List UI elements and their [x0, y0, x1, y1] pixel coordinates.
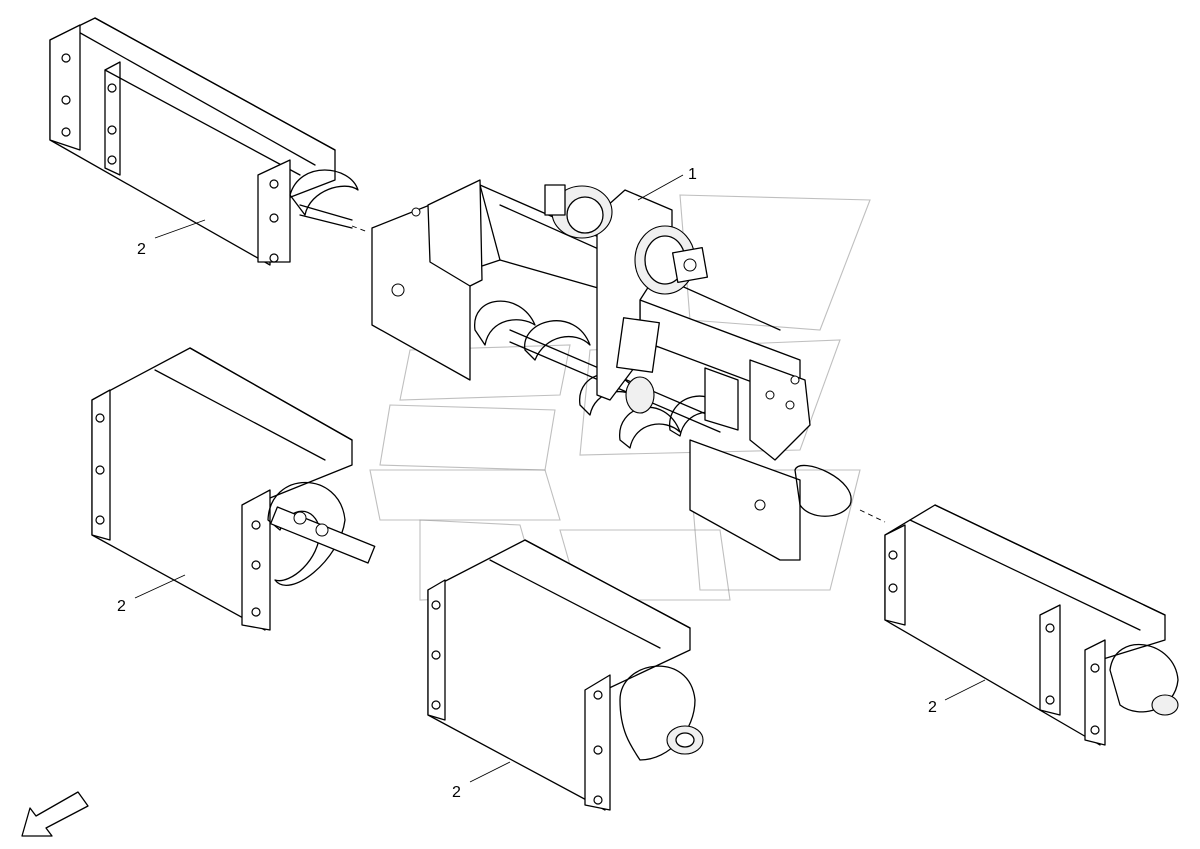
auger-module-right	[859, 504, 1179, 746]
leader-lines	[134, 174, 986, 783]
callout-item-2-mid-left: 2	[117, 598, 126, 615]
auger-module-bottom-center	[427, 539, 704, 811]
arrow-down-left-icon	[21, 791, 89, 837]
auger-module-top-left	[49, 17, 369, 266]
callout-item-2-top-left: 2	[137, 241, 146, 258]
callout-item-2-bottom-center: 2	[452, 784, 461, 801]
callout-item-1: 1	[688, 166, 697, 183]
auger-module-mid-left	[91, 347, 376, 631]
callout-item-2-right: 2	[928, 699, 937, 716]
main-auger-assembly	[371, 179, 852, 561]
